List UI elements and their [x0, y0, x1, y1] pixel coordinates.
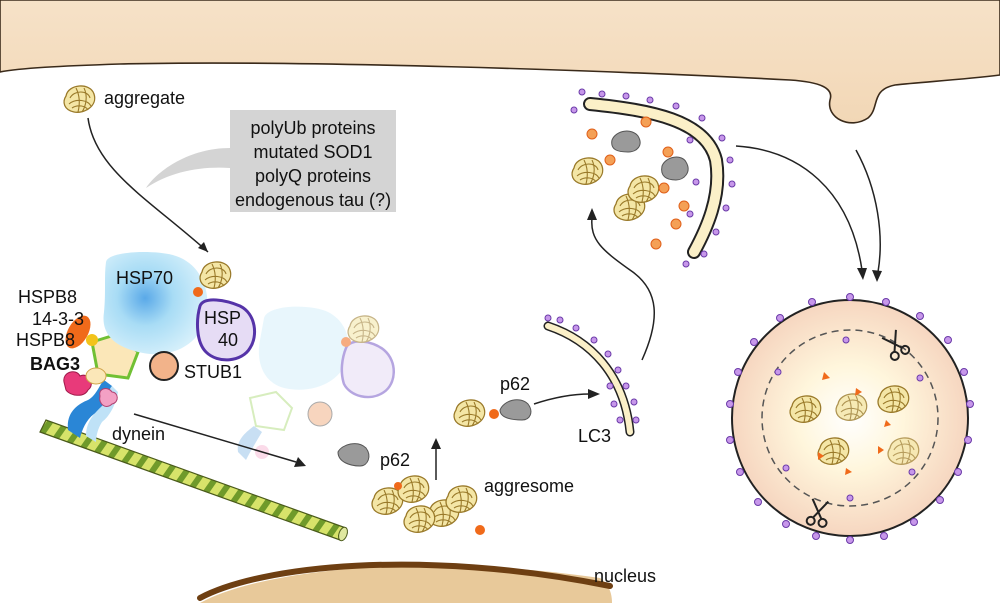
lc3-label: LC3: [578, 426, 611, 446]
hsp40-shape: [196, 298, 257, 362]
p62-shape: [499, 399, 532, 421]
hsp70-shape: [103, 252, 208, 355]
nucleus-label: nucleus: [594, 566, 656, 586]
dynein-label: dynein: [112, 424, 165, 444]
arrow-head: [857, 268, 867, 280]
aggregate-icon: [453, 399, 486, 427]
arrow-head: [587, 208, 597, 220]
lc3-dots: [544, 314, 640, 424]
p62-shape: [337, 443, 370, 467]
scissors-icon: [805, 498, 830, 528]
p62-label-a: p62: [380, 450, 410, 470]
substrate-item: endogenous tau (?): [235, 190, 391, 210]
hspb8-top-shape: [65, 315, 91, 349]
faded-complex: [237, 306, 395, 460]
hsp40-label-line1: HSP: [204, 308, 241, 328]
phagophore: [543, 321, 635, 437]
bag3-label: BAG3: [30, 354, 80, 374]
14-3-3-shape: [86, 334, 98, 346]
cell-membrane: [0, 0, 1000, 124]
hsp70-label: HSP70: [116, 268, 173, 288]
autolysosome: [726, 293, 974, 544]
aggregate-icon: [63, 85, 96, 113]
arrow-head: [431, 438, 441, 449]
substrate-item: polyQ proteins: [255, 166, 371, 186]
stub1-shape: [149, 351, 179, 381]
substrate-box: [230, 110, 396, 212]
ubiquitin-dot: [193, 287, 203, 297]
autophagosome: [570, 88, 736, 268]
substrate-item: mutated SOD1: [253, 142, 372, 162]
aggregate-label: aggregate: [104, 88, 185, 108]
hspb8-top-label: HSPB8: [18, 287, 77, 307]
arrow-head: [872, 270, 882, 282]
callout-wedge: [146, 148, 230, 188]
hsp40-label-line2: 40: [218, 330, 238, 350]
aggresome: [371, 475, 485, 535]
aggresome-label: aggresome: [484, 476, 574, 496]
microtubule: [39, 419, 348, 542]
aggregate-icon: [199, 261, 232, 289]
hspb8-bottom-label: HSPB8: [16, 330, 75, 350]
arrow-head: [588, 389, 600, 399]
14-3-3-label: 14-3-3: [32, 309, 84, 329]
stub1-label: STUB1: [184, 362, 242, 382]
arrow-head: [198, 242, 208, 252]
nucleus-edge: [197, 561, 613, 601]
arrow-head: [294, 457, 306, 467]
ubiquitin-dot: [489, 409, 499, 419]
scissors-icon: [881, 329, 911, 361]
p62-label-b: p62: [500, 374, 530, 394]
nucleus: [200, 565, 612, 603]
hspb8-bottom-shape: [85, 367, 107, 385]
substrate-item: polyUb proteins: [250, 118, 375, 138]
